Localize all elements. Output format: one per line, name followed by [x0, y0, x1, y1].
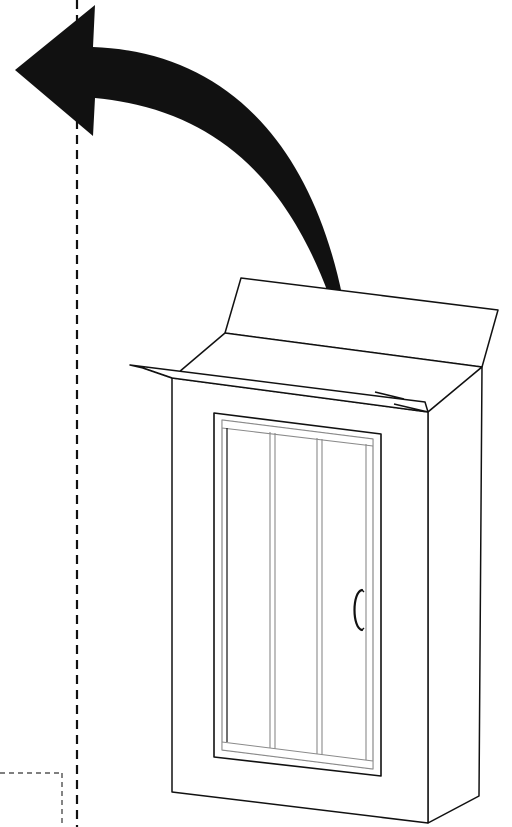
dashed-outline-bottom-left	[0, 772, 63, 827]
door-handle-icon	[353, 588, 364, 632]
box-right-face	[427, 366, 483, 824]
shower-door-panel	[213, 412, 382, 777]
open-box	[129, 277, 499, 824]
box-front-flap	[129, 364, 429, 413]
curved-arrow-icon	[15, 5, 350, 342]
panel-dividers	[269, 432, 367, 760]
